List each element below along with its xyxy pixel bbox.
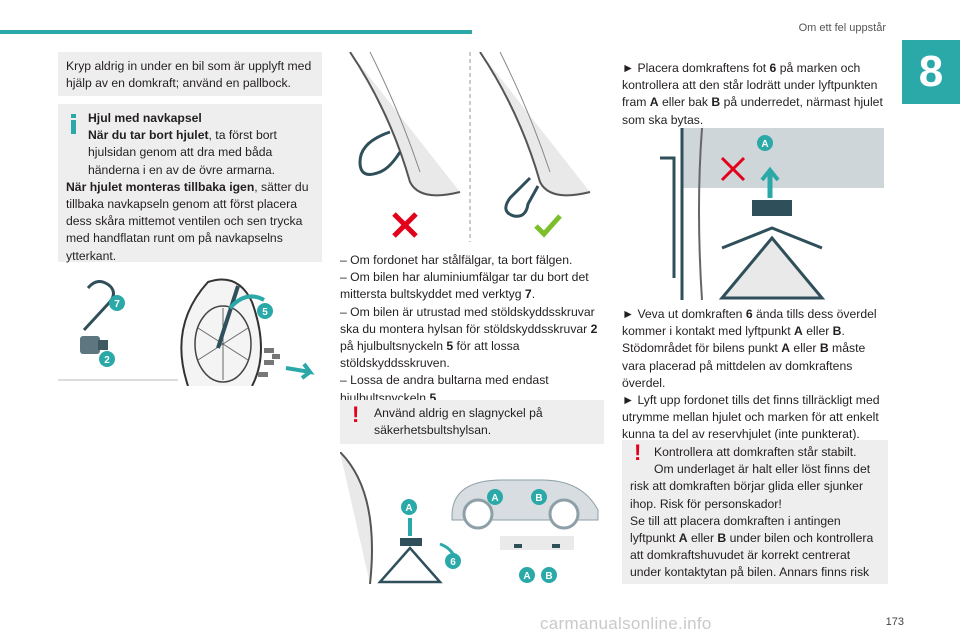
badge-B: B xyxy=(531,489,547,505)
svg-text:B: B xyxy=(535,493,542,504)
bullet-list: – Om fordonet har stålfälgar, ta bort fä… xyxy=(340,252,604,407)
svg-text:2: 2 xyxy=(104,355,110,366)
badge-A: A xyxy=(519,567,535,583)
svg-text:A: A xyxy=(761,139,768,150)
hubcap-removal-figure xyxy=(340,51,604,242)
step-raise-jack: ► Veva ut domkraften 6 ända tills dess ö… xyxy=(622,307,880,442)
warning-box: ! Kontrollera att domkraften står stabil… xyxy=(622,440,888,584)
jack-lift-point-figure: A xyxy=(652,127,884,301)
correct-icon xyxy=(534,214,562,238)
wheel-bolt-figure: 7 2 5 xyxy=(58,268,322,387)
badge-5: 5 xyxy=(257,303,273,319)
step-lift-vehicle: ► Lyft upp fordonet tills det finns till… xyxy=(622,393,880,442)
badge-2: 2 xyxy=(99,351,115,367)
badge-A: A xyxy=(757,135,773,151)
warning-line-3: Se till att placera domkraften i antinge… xyxy=(630,513,874,580)
warning-line-2: Om underlaget är halt eller löst finns d… xyxy=(630,462,871,511)
wrong-icon xyxy=(392,212,418,238)
bullet-item: – Om fordonet har stålfälgar, ta bort fä… xyxy=(340,253,573,267)
badge-A: A xyxy=(401,499,417,515)
header-accent-bar xyxy=(0,30,472,34)
info-p2-text: , sätter du tillbaka navkapseln genom at… xyxy=(66,179,309,263)
chapter-number-tab: 8 xyxy=(902,40,960,104)
svg-text:A: A xyxy=(405,503,412,514)
warning-box: Kryp aldrig in under en bil som är upply… xyxy=(58,52,322,96)
warning-icon: ! xyxy=(634,440,642,465)
info-title: Hjul med navkapsel xyxy=(88,111,202,125)
info-p1-bold: När du tar bort hjulet xyxy=(88,128,209,143)
svg-text:5: 5 xyxy=(262,307,268,318)
jack-illustration xyxy=(339,451,604,585)
hubcap-illustration xyxy=(340,51,604,242)
svg-text:B: B xyxy=(545,571,552,582)
warning-line-1: Kontrollera att domkraften står stabilt. xyxy=(654,445,857,459)
bullet-item: – Om bilen har aluminiumfälgar tar du bo… xyxy=(340,270,589,302)
warning-text: Använd aldrig en slagnyckel på säkerhets… xyxy=(374,406,543,438)
lift-point-illustration xyxy=(652,127,884,301)
info-box: Hjul med navkapsel När du tar bort hjule… xyxy=(58,104,322,263)
svg-text:A: A xyxy=(491,493,498,504)
badge-6: 6 xyxy=(445,553,461,569)
warning-text: Kryp aldrig in under en bil som är upply… xyxy=(66,59,312,91)
info-p1-text: , ta först bort hjulsidan genom att dra … xyxy=(88,128,277,177)
info-p2-bold: När hjulet monteras tillbaka igen xyxy=(66,179,255,194)
svg-text:6: 6 xyxy=(450,557,456,568)
info-icon xyxy=(66,114,80,134)
page-number: 173 xyxy=(885,616,904,628)
svg-text:A: A xyxy=(523,571,530,582)
badge-B: B xyxy=(541,567,557,583)
jack-position-figure: A B A 6 A B xyxy=(339,451,604,585)
warning-icon: ! xyxy=(352,402,360,427)
section-title: Om ett fel uppstår xyxy=(798,22,886,34)
bullet-item: – Om bilen är utrustad med stöldskyddssk… xyxy=(340,304,598,371)
watermark: carmanualsonline.info xyxy=(540,614,712,633)
warning-box: ! Använd aldrig en slagnyckel på säkerhe… xyxy=(340,400,604,444)
step-place-jack: ► Placera domkraftens fot 6 på marken oc… xyxy=(622,61,883,127)
badge-7: 7 xyxy=(109,295,125,311)
svg-text:7: 7 xyxy=(114,299,120,310)
wheel-illustration xyxy=(58,268,322,387)
badge-A: A xyxy=(487,489,503,505)
